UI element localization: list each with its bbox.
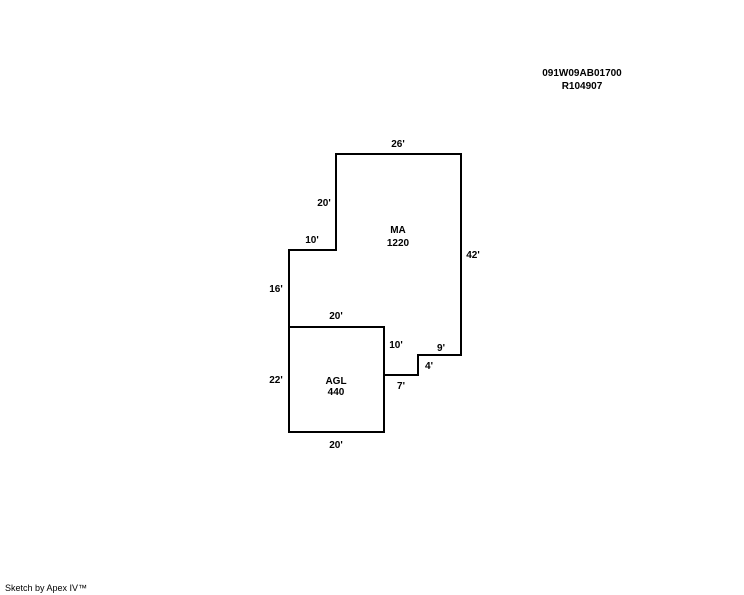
agl-label: AGL (325, 376, 346, 387)
dim-ma-left-lower: 16' (269, 284, 283, 295)
dim-ma-notch-horizontal: 7' (397, 381, 405, 392)
dim-agl-right-upper: 10' (389, 340, 403, 351)
dim-ma-top: 26' (391, 139, 405, 150)
parcel-id: 091W09AB01700 (542, 68, 622, 79)
dim-ma-step: 10' (305, 235, 319, 246)
dim-ma-notch-vertical: 4' (425, 361, 433, 372)
agl-area: 440 (328, 387, 345, 398)
dim-agl-bottom: 20' (329, 440, 343, 451)
ma-outline (288, 153, 462, 376)
dim-agl-left: 22' (269, 375, 283, 386)
dim-ma-left-upper: 20' (317, 198, 331, 209)
ma-area: 1220 (387, 238, 410, 249)
account-id: R104907 (561, 81, 603, 92)
dim-ma-right: 42' (466, 250, 480, 261)
parcel-identifiers: 091W09AB01700 R104907 (520, 67, 644, 93)
dim-ma-bottom-right: 9' (437, 343, 445, 354)
dim-agl-top: 20' (329, 311, 343, 322)
ma-label: MA (390, 225, 406, 236)
agl-outline (288, 326, 385, 433)
sketch-credit: Sketch by Apex IV™ (5, 583, 88, 593)
